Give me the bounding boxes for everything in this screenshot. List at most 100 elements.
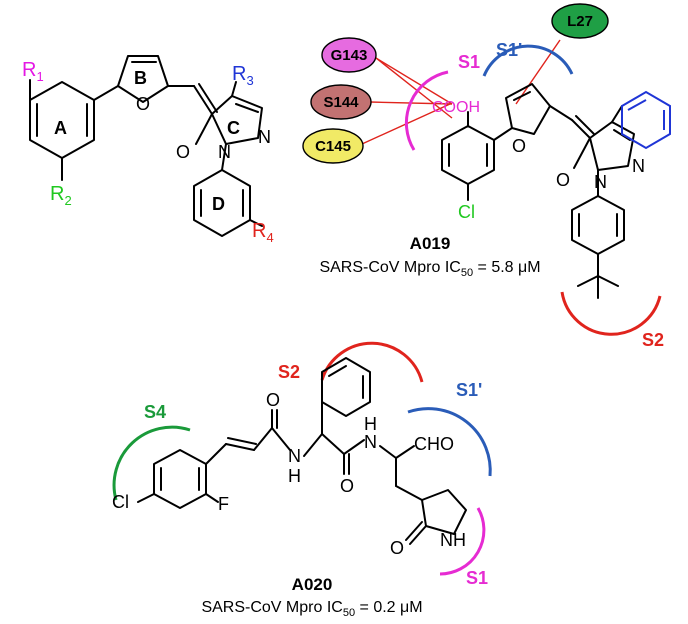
a020-cho-label: CHO: [414, 434, 454, 454]
residue-l27-label: L27: [567, 13, 593, 30]
ring-a-bonds: [29, 81, 95, 159]
ring-b-bonds: [117, 55, 169, 103]
a020-co-n2: [343, 439, 365, 455]
a020-pocket-s1: S1: [466, 568, 488, 588]
a020-cl-label: Cl: [112, 492, 129, 512]
a020-carbonyl-o1: O: [266, 390, 280, 410]
a019-exocyclic-2: [571, 119, 591, 139]
compound-a020: Cl F N H N H O O CHO O NH S4 S2 S1' S1 A…: [112, 341, 492, 619]
n-ring-d-bond: [221, 143, 227, 171]
pyrazole-n1: N: [218, 142, 231, 162]
compound-a019: COOH Cl O O N N S1 S1' S2 G143 S144 C145…: [302, 3, 671, 350]
a020-pocket-s1-arc: [439, 507, 486, 576]
carbonyl-bond: [195, 113, 213, 145]
a019-pyrazolone-ring: [589, 121, 635, 171]
a020-lactam-cob: [405, 521, 423, 541]
a-b-bond: [93, 85, 119, 101]
a020-lactam-nh: NH: [440, 530, 466, 550]
a020-n2-ca2: [379, 445, 397, 459]
residue-c145-badge: [302, 128, 364, 164]
a020-ca2-cho: [395, 445, 415, 459]
pocket-s1p-arc: [482, 44, 574, 77]
generic-scaffold: R1 R2 R3 R4 A B C D O O N N: [22, 55, 274, 245]
a020-lactam-co: [409, 525, 427, 545]
r1-label: R1: [22, 59, 44, 84]
a019-furan-ring: [505, 83, 551, 135]
a019-compound-name: A019: [410, 234, 451, 253]
ring-c-label: C: [227, 118, 240, 138]
a019-tbu-me2: [597, 275, 619, 287]
a020-amide2-n: N: [364, 432, 377, 452]
r3-label: R3: [232, 63, 254, 88]
a020-vinyl-2b: [227, 437, 257, 445]
a020-vinyl-1: [205, 443, 227, 465]
a019-phenyl-double-1: [627, 99, 647, 111]
a020-vinyl-2: [225, 443, 255, 451]
a019-tbu-me1: [577, 275, 599, 287]
a020-cb-ring: [395, 485, 423, 501]
a020-pocket-s4: S4: [144, 402, 166, 422]
r2-label: R2: [50, 183, 72, 208]
a020-benzyl-ring: [321, 357, 371, 417]
contact-line-g143: [375, 57, 453, 119]
a020-ca-co: [321, 433, 345, 455]
a020-amide2-h: H: [364, 414, 377, 434]
a020-carbonyl-o2: O: [340, 476, 354, 496]
pocket-s1-arc: [404, 70, 449, 151]
a019-cl-label: Cl: [458, 202, 475, 222]
carbonyl-oxygen: O: [176, 142, 190, 162]
exocyclic-double: [193, 85, 213, 115]
a020-compound-name: A020: [292, 575, 333, 594]
a020-amide1-n: N: [288, 446, 301, 466]
a019-activity: SARS-CoV Mpro IC50 = 5.8 μM: [319, 259, 540, 279]
a020-f-label: F: [218, 494, 229, 514]
a019-furan-oxygen: O: [512, 136, 526, 156]
a019-pocket-s1prime: S1': [496, 40, 522, 60]
a020-pocket-s1prime-arc: [407, 407, 492, 477]
a020-f-bond: [205, 493, 219, 503]
a020-n1-bond: [271, 427, 291, 451]
a020-lactam-o: O: [390, 538, 404, 558]
a020-pocket-s2: S2: [278, 362, 300, 382]
a020-pocket-s4-arc: [112, 425, 191, 501]
a019-n1: N: [594, 172, 607, 192]
a019-furan-double: [513, 91, 531, 101]
a019-exocyclic-1: [549, 105, 573, 121]
residue-g143-badge: [321, 37, 377, 73]
contact-line-g143b: [375, 57, 453, 105]
a020-amide1-h: H: [288, 466, 301, 486]
ring-b-label: B: [134, 68, 147, 88]
pocket-s2-arc: [560, 291, 662, 336]
a020-benzyl-double-1: [328, 365, 347, 377]
r4-label: R4: [252, 220, 274, 245]
a019-phenyl-ring: [621, 90, 671, 150]
furan-oxygen: O: [136, 94, 150, 114]
residue-s144-badge: [310, 84, 372, 120]
ring-d-label: D: [212, 194, 225, 214]
r4-bond: [249, 219, 263, 227]
a020-activity: SARS-CoV Mpro IC50 = 0.2 μM: [201, 599, 422, 619]
residue-l27-badge: [551, 3, 609, 39]
r3-bond: [231, 81, 237, 97]
contact-line-l27: [515, 39, 561, 105]
a019-cooh-label: COOH: [432, 99, 480, 116]
a019-phenyl-bond: [611, 105, 623, 123]
residue-c145-label: C145: [315, 138, 351, 155]
a019-exocyclic-2b: [575, 115, 595, 135]
a019-aryl-furan-bond: [493, 127, 513, 141]
a020-pocket-s1prime: S1': [456, 380, 482, 400]
residue-s144-label: S144: [323, 94, 359, 111]
exocyclic-double-b: [198, 83, 218, 113]
ring-d-bonds: [193, 169, 251, 237]
pyrazole-n2: N: [258, 127, 271, 147]
a020-vinyl-3: [253, 427, 273, 451]
ring-a-label: A: [54, 118, 67, 138]
a019-n2: N: [632, 156, 645, 176]
a019-pocket-s1: S1: [458, 52, 480, 72]
a020-n1-ca: [303, 433, 323, 457]
a020-lactam-ring: [421, 489, 467, 535]
residue-g143-label: G143: [331, 47, 368, 64]
a020-pocket-s2-arc: [320, 341, 424, 383]
